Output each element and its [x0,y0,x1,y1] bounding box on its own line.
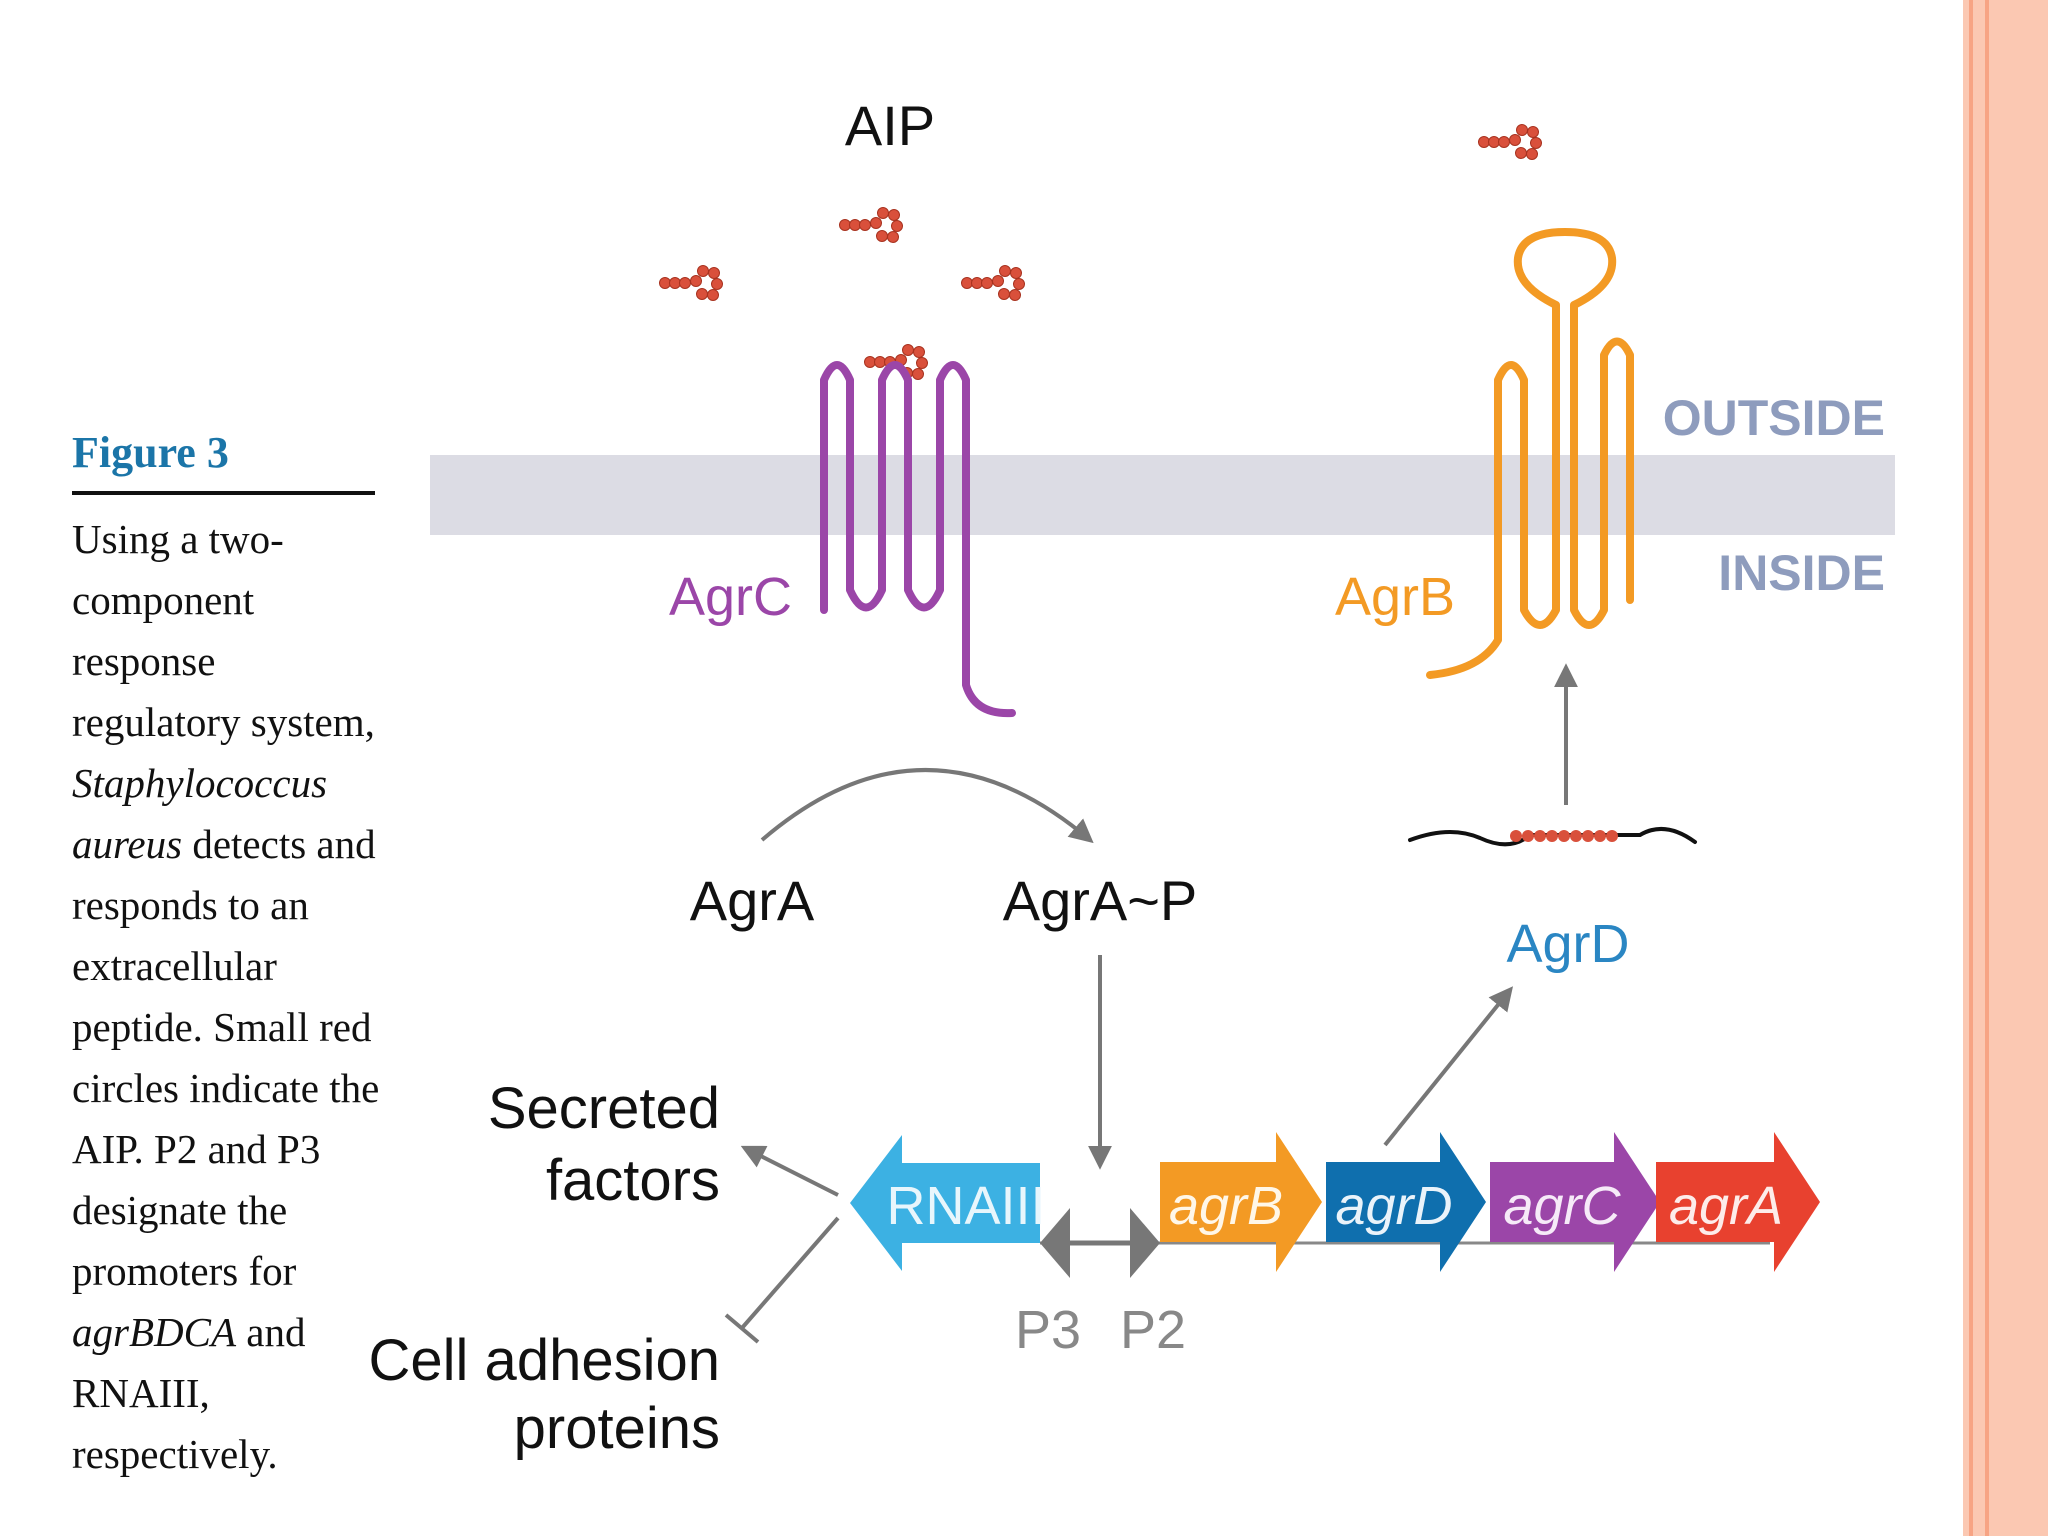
cell-membrane [430,455,1895,535]
caption-body: Using a two-component response regulator… [72,509,382,1485]
caption-rule [72,491,375,495]
gene-label-rnaiii: RNAIII [886,1176,1045,1236]
caption-italic-operon: agrBDCA [72,1309,236,1355]
activation-arrow [740,1145,839,1197]
agra-label: AgrA [690,869,815,932]
phosphorylation-arrow [760,768,1094,844]
gene-agra [1656,1132,1820,1272]
cell-adhesion-label-2: proteins [514,1396,720,1461]
cell-adhesion-label-1: Cell adhesion [369,1328,720,1393]
gene-agrd [1326,1132,1486,1272]
agrd-propeptide [1408,826,1697,847]
caption-part: and RNAIII, respectively. [72,1309,306,1477]
gene-label-agra: agrA [1669,1176,1783,1236]
p3-label: P3 [1015,1300,1081,1360]
side-decoration [1963,0,2048,1536]
agrd-gene-to-protein-arrow [1383,986,1514,1147]
p2-label: P2 [1120,1300,1186,1360]
outside-label: OUTSIDE [1663,390,1885,446]
repression-bar [724,1313,760,1344]
side-stripe-line [1969,0,1973,1536]
agrb-label: AgrB [1335,567,1455,627]
agrd-aip-segment [1510,830,1618,842]
caption-part: Using a two-component response regulator… [72,516,375,745]
aip-peptide-icon [961,265,1025,301]
agrd-label: AgrD [1506,914,1629,974]
inside-label: INSIDE [1718,545,1885,601]
gene-label-agrc: agrC [1503,1176,1621,1236]
agrap-label: AgrA~P [1003,869,1198,932]
agrb-protein [1426,228,1634,679]
repression-line [740,1216,840,1330]
gene-rnaiii [850,1135,1040,1271]
agrc-label: AgrC [669,567,792,627]
aip-label: AIP [845,94,935,157]
caption-part: detects and responds to an extracellular… [72,821,380,1294]
figure-caption: Figure 3 Using a two-component response … [72,425,382,1485]
side-stripe-line [1985,0,1989,1536]
secreted-factors-label-1: Secreted [488,1076,720,1141]
secreted-factors-label-2: factors [546,1148,720,1213]
gene-agrc [1490,1132,1660,1272]
aip-peptide-icon [1478,124,1542,160]
aip-peptide-icon [659,265,723,301]
promoter-double-arrow [1040,1208,1160,1278]
aip-peptide-icon [839,207,903,243]
agrc-receptor [820,361,1016,718]
gene-label-agrb: agrB [1169,1176,1283,1236]
figure-title: Figure 3 [72,428,229,477]
caption-italic-species: Staphylococcus aureus [72,760,328,867]
gene-agrb [1160,1132,1322,1272]
gene-label-agrd: agrD [1335,1176,1452,1236]
